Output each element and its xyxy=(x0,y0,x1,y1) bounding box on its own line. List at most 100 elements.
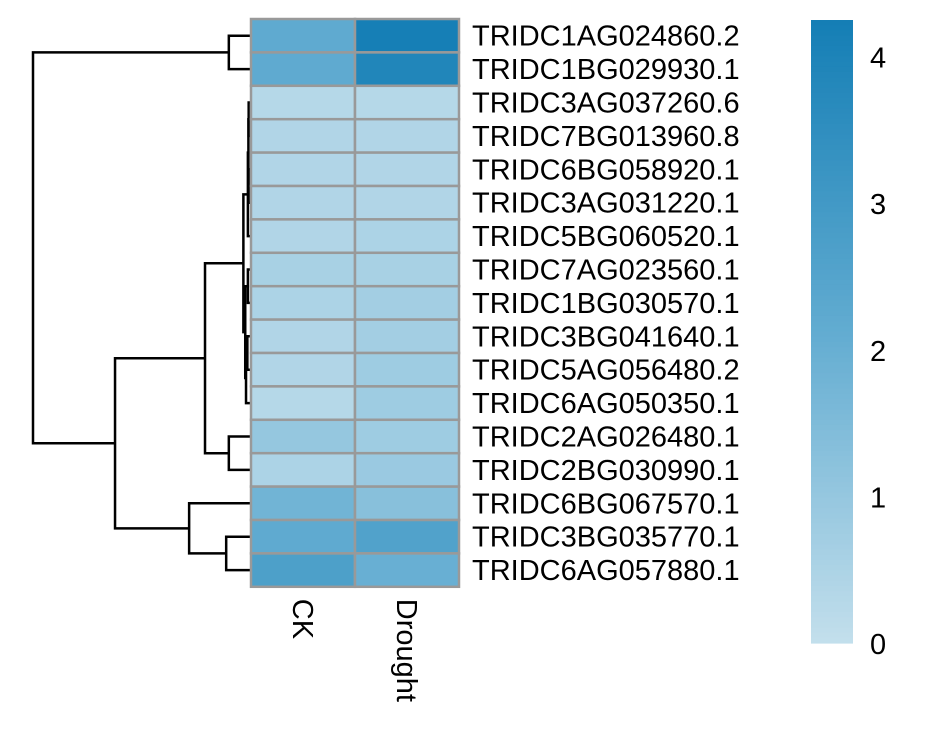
legend-gradient-segment xyxy=(811,341,853,348)
legend-tick-label: 2 xyxy=(870,336,886,368)
heatmap-cell xyxy=(353,351,461,388)
row-label: TRIDC6AG057880.1 xyxy=(472,555,740,587)
legend-gradient-segment xyxy=(811,77,853,83)
legend-gradient-segment xyxy=(811,456,853,462)
legend-gradient-segment xyxy=(811,279,853,286)
legend-gradient-segment xyxy=(811,82,853,89)
legend-gradient-segment xyxy=(811,575,853,582)
legend-gradient-segment xyxy=(811,56,853,63)
column-label: CK xyxy=(286,599,318,640)
legend-gradient-segment xyxy=(811,144,853,151)
legend-gradient-segment xyxy=(811,617,853,623)
legend-gradient-segment xyxy=(811,585,853,592)
legend-gradient-segment xyxy=(811,487,853,494)
legend-gradient-segment xyxy=(811,51,853,57)
legend-tick-label: 3 xyxy=(870,189,886,221)
legend-gradient-segment xyxy=(811,596,853,603)
legend-gradient-segment xyxy=(811,601,853,608)
legend-gradient-segment xyxy=(811,295,853,301)
row-label: TRIDC2BG030990.1 xyxy=(472,455,740,487)
heatmap-cell xyxy=(249,51,357,88)
legend-gradient-segment xyxy=(811,445,853,452)
legend-gradient-segment xyxy=(811,404,853,410)
dendrogram-branch xyxy=(246,335,250,371)
legend-gradient-segment xyxy=(811,565,853,571)
row-label: TRIDC6BG058920.1 xyxy=(472,154,740,186)
legend-gradient-segment xyxy=(811,373,853,379)
legend-gradient-segment xyxy=(811,559,853,566)
heatmap-cell xyxy=(249,485,357,522)
legend-gradient-segment xyxy=(811,611,853,618)
heatmap-cell xyxy=(249,117,357,154)
row-label: TRIDC5BG060520.1 xyxy=(472,221,740,253)
legend-gradient-segment xyxy=(811,97,853,104)
legend-gradient-segment xyxy=(811,409,853,416)
legend-gradient-segment xyxy=(811,336,853,343)
row-label: TRIDC1BG030570.1 xyxy=(472,288,740,320)
legend-gradient-segment xyxy=(811,580,853,587)
legend-gradient-segment xyxy=(811,243,853,250)
legend-gradient-segment xyxy=(811,523,853,530)
legend-gradient-segment xyxy=(811,347,853,353)
legend-gradient-segment xyxy=(811,513,853,519)
heatmap-cell xyxy=(353,251,461,288)
legend-gradient-segment xyxy=(811,627,853,634)
heatmap-cell xyxy=(353,17,461,54)
legend-gradient-segment xyxy=(811,539,853,545)
legend-gradient-segment xyxy=(811,92,853,99)
heatmap-cell xyxy=(249,351,357,388)
heatmap-cell xyxy=(249,284,357,321)
dendrogram-branch xyxy=(203,261,244,455)
legend-gradient-segment xyxy=(811,35,853,42)
heatmap-cell xyxy=(249,418,357,455)
legend-gradient-segment xyxy=(811,450,853,457)
legend-gradient-segment xyxy=(811,264,853,270)
legend-gradient-segment xyxy=(811,518,853,525)
legend-gradient-segment xyxy=(811,300,853,307)
heatmap-cell xyxy=(249,318,357,355)
heatmap-cell xyxy=(249,84,357,121)
legend-gradient-segment xyxy=(811,248,853,255)
legend-gradient-segment xyxy=(811,315,853,322)
legend-gradient-segment xyxy=(811,113,853,120)
heatmap-cell xyxy=(353,51,461,88)
row-label: TRIDC2AG026480.1 xyxy=(472,422,740,454)
heatmap-cell xyxy=(353,151,461,188)
legend-gradient-segment xyxy=(811,424,853,431)
legend-gradient-segment xyxy=(811,476,853,483)
legend-gradient-segment xyxy=(811,414,853,421)
row-label: TRIDC3AG031220.1 xyxy=(472,188,740,220)
heatmap-cell xyxy=(353,218,461,255)
legend-gradient-segment xyxy=(811,482,853,488)
dendrogram-branch xyxy=(31,51,229,445)
legend-gradient-segment xyxy=(811,170,853,177)
legend-gradient-segment xyxy=(811,508,853,514)
dendrogram-branch xyxy=(246,151,250,238)
legend-gradient-segment xyxy=(811,331,853,338)
dendrogram-branch xyxy=(243,284,248,380)
legend-gradient-segment xyxy=(811,357,853,364)
legend-gradient-segment xyxy=(811,227,853,234)
legend-gradient-segment xyxy=(811,20,853,26)
legend-gradient-segment xyxy=(811,419,853,426)
legend-gradient-segment xyxy=(811,461,853,468)
legend-tick-label: 0 xyxy=(870,629,886,661)
heatmap-cell xyxy=(353,418,461,455)
row-label: TRIDC6AG050350.1 xyxy=(472,388,740,420)
dendrogram-branch xyxy=(227,435,250,472)
row-label: TRIDC3BG035770.1 xyxy=(472,522,740,554)
legend-gradient-segment xyxy=(811,217,853,224)
legend-gradient-segment xyxy=(811,201,853,208)
legend-gradient-segment xyxy=(811,471,853,478)
legend-gradient-segment xyxy=(811,435,853,442)
legend-gradient-segment xyxy=(811,165,853,172)
legend-gradient-segment xyxy=(811,466,853,473)
heatmap-cell xyxy=(353,552,461,589)
legend-tick-label: 1 xyxy=(870,482,886,514)
legend-gradient-segment xyxy=(811,362,853,369)
legend-gradient-segment xyxy=(811,398,853,405)
heatmap-cell xyxy=(353,184,461,221)
heatmap-cell xyxy=(249,184,357,221)
row-label: TRIDC5AG056480.2 xyxy=(472,355,740,387)
